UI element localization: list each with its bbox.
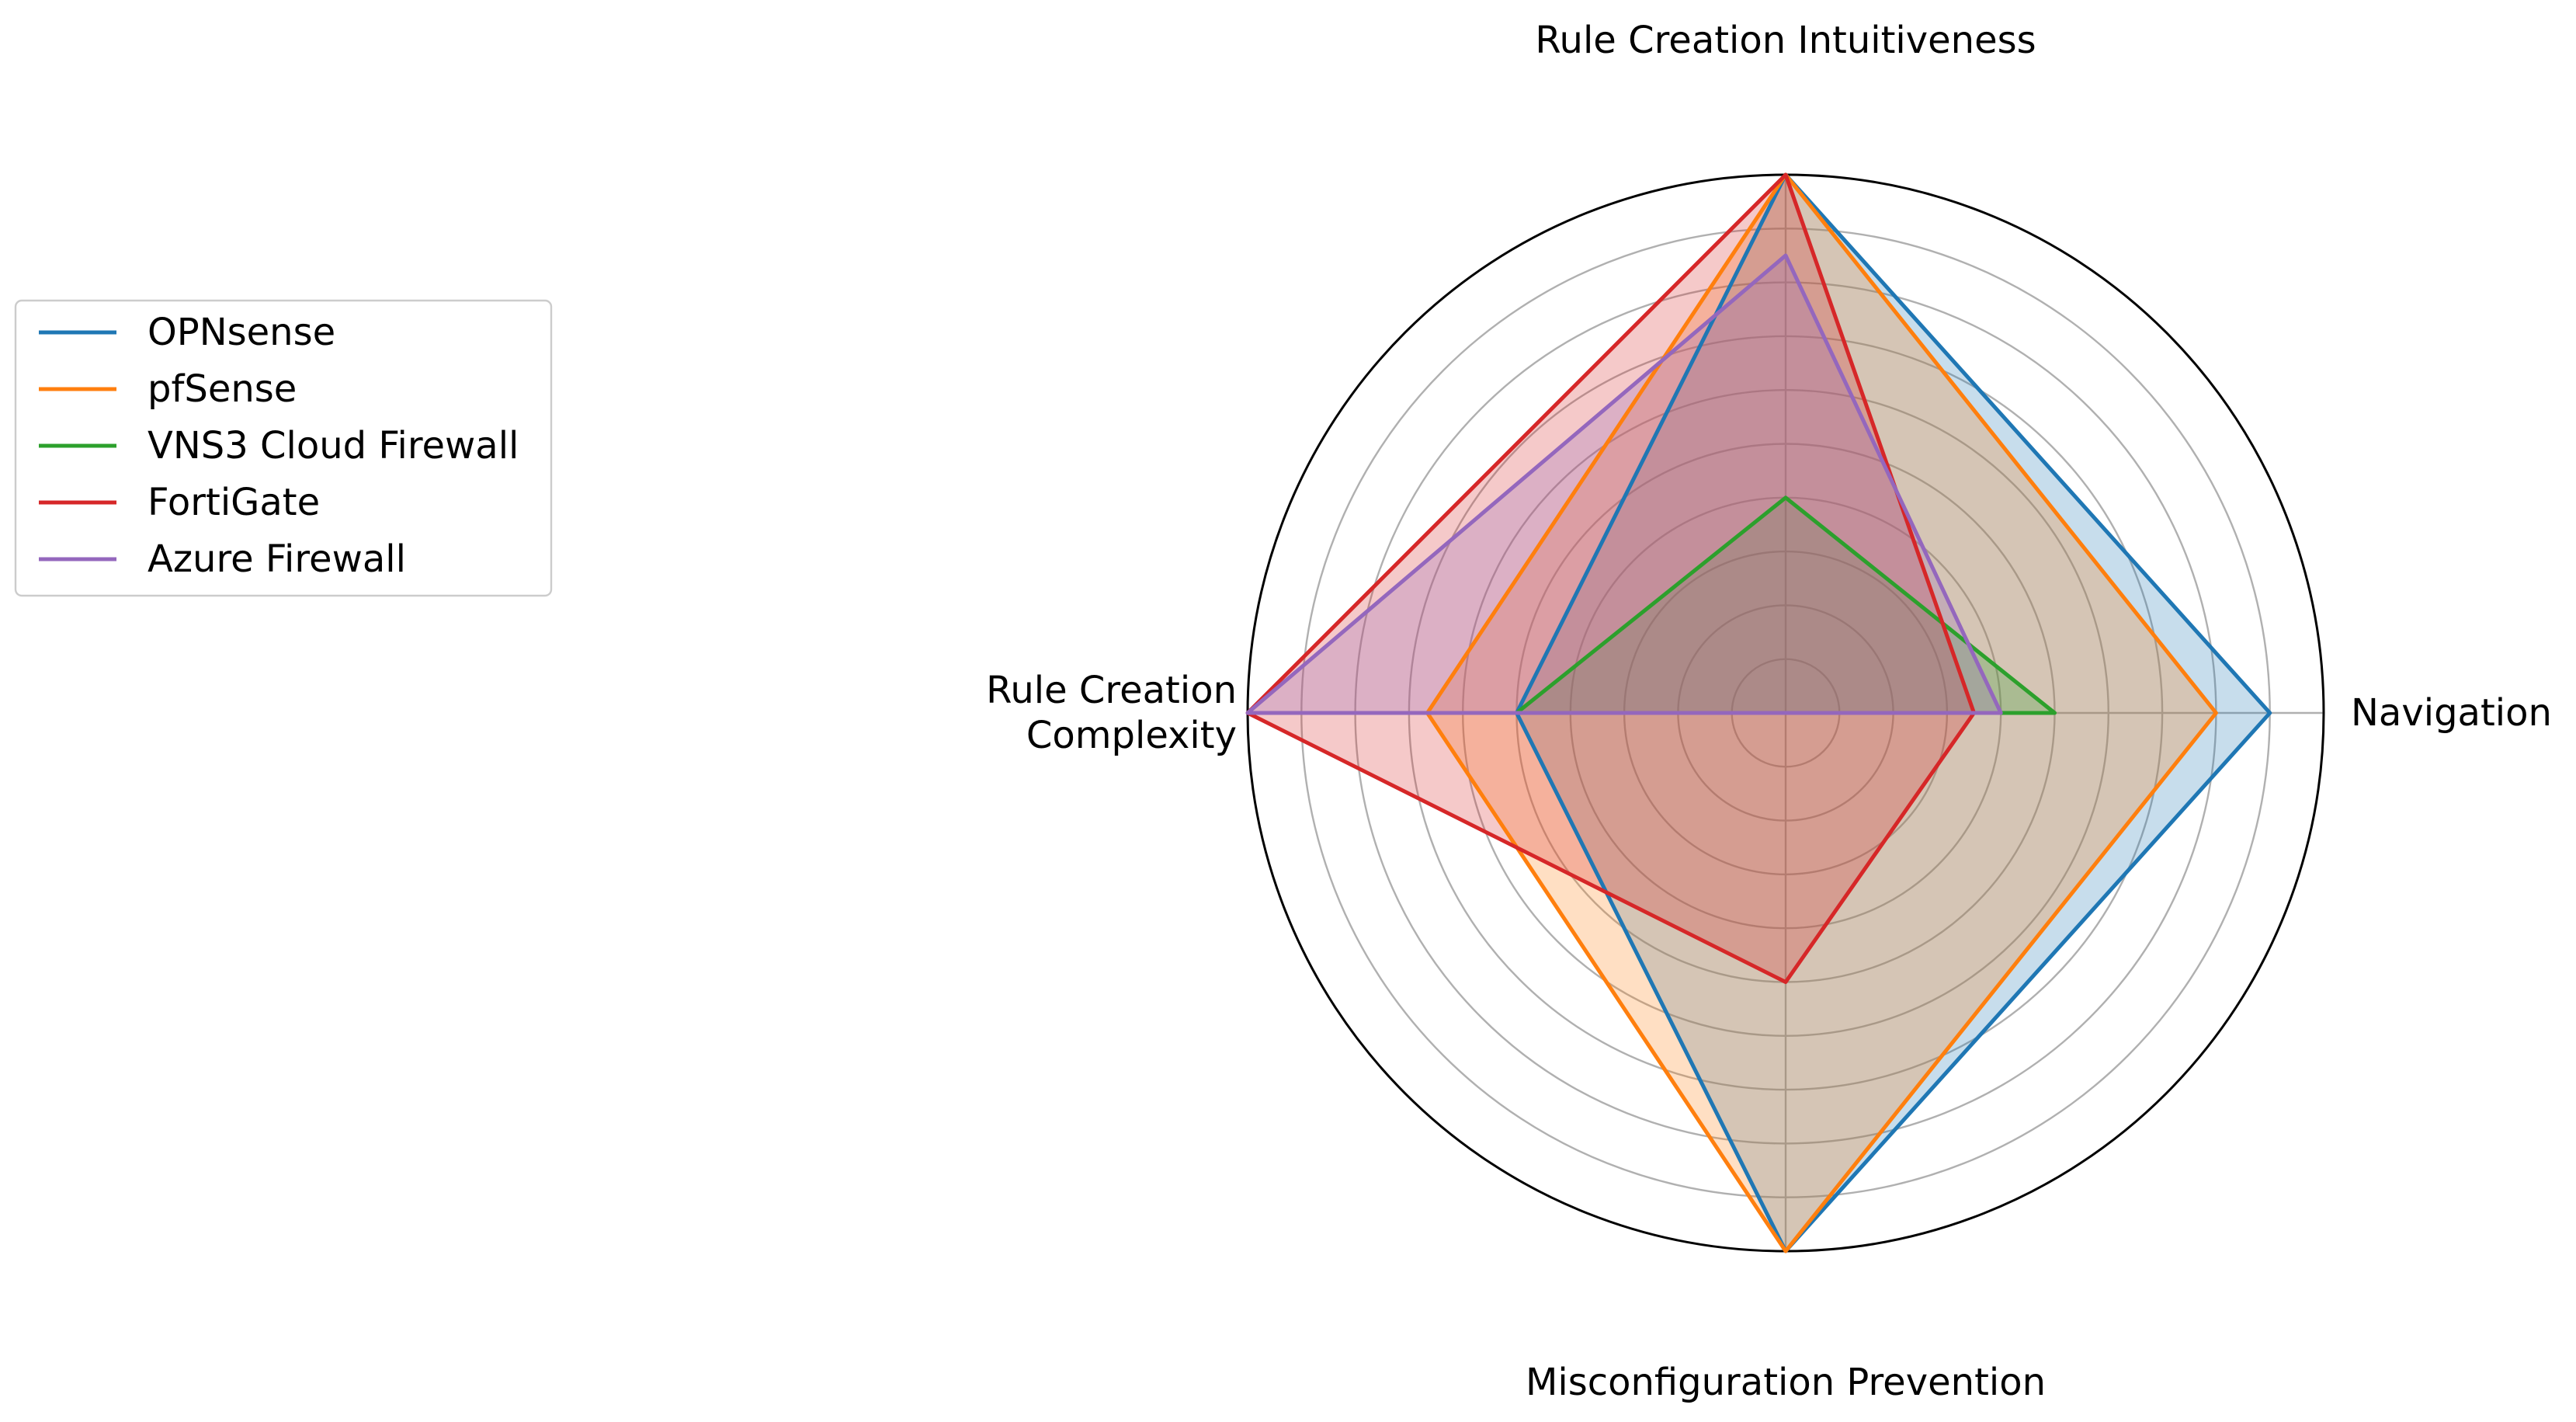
axis-labels: Navigation Rule Creation IntuitivenessRul… (986, 19, 2552, 1404)
series-area-fortigate (1248, 175, 1974, 982)
axis-label-navigation: Navigation (2351, 691, 2552, 735)
legend-label-fortigate: FortiGate (148, 481, 320, 524)
axis-label-rule_creation_intuitiveness: Rule Creation Intuitiveness (1535, 19, 2036, 62)
series-area-azure-firewall (1248, 255, 2001, 713)
legend-label-pfsense: pfSense (148, 367, 297, 411)
series-lines (1245, 172, 2272, 1253)
axis-label-line: Misconfiguration Prevention (1526, 1361, 2046, 1404)
series-line-azure-firewall (1245, 253, 2003, 715)
axis-label-line: Rule Creation (986, 669, 1237, 712)
legend-label-vns3-cloud-firewall: VNS3 Cloud Firewall (148, 424, 519, 468)
legend-label-azure-firewall: Azure Firewall (148, 537, 406, 581)
series-area-vns3-cloud-firewall (1516, 497, 2055, 713)
axis-label-line: Navigation (2351, 691, 2552, 735)
legend-label-opnsense: OPNsense (148, 311, 335, 354)
axis-label-line: Rule Creation Intuitiveness (1535, 19, 2036, 62)
legend-frame (14, 299, 553, 597)
series-group (1245, 172, 2272, 1253)
axis-label-misconfiguration_prevention: Misconfiguration Prevention (1526, 1361, 2046, 1404)
axis-label-line: Complexity (1026, 714, 1237, 757)
